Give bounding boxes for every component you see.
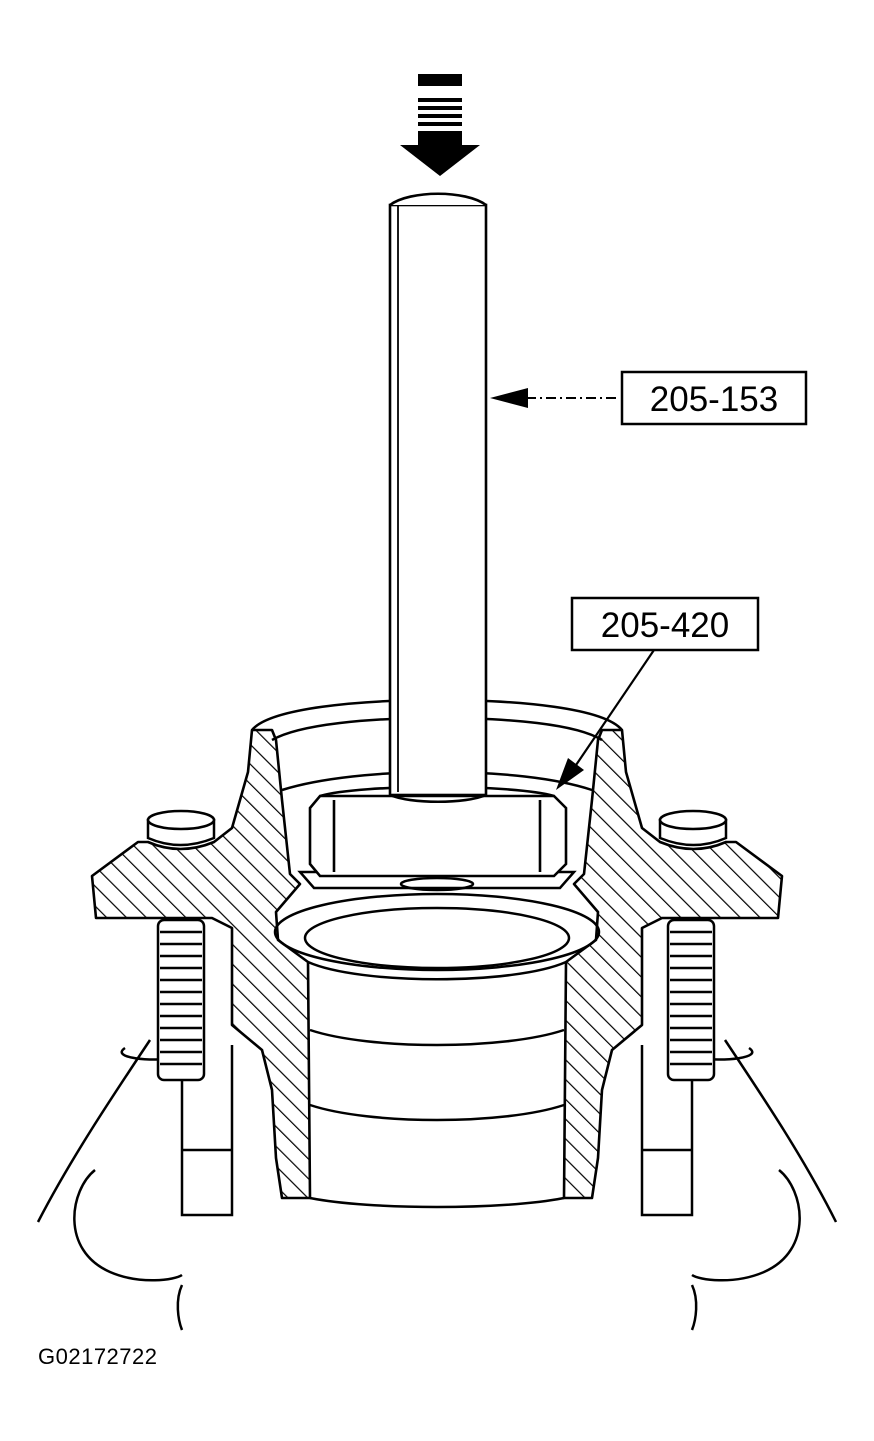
callout-box-205-420: 205-420 <box>570 596 760 652</box>
rod-tool-205-153 <box>388 192 488 804</box>
press-force-arrow-icon <box>400 74 480 176</box>
right-knuckle-arm <box>640 1039 838 1331</box>
right-wheel-stud <box>666 918 716 1082</box>
hub-bore-interior <box>273 892 601 1209</box>
callout-label-205-420: 205-420 <box>601 606 729 645</box>
callout-box-205-153: 205-153 <box>620 370 808 426</box>
hub-section-left <box>90 728 312 1200</box>
figure-id: G02172722 <box>38 1344 158 1369</box>
callout-leader-205-153 <box>490 388 620 408</box>
left-wheel-stud <box>156 918 206 1082</box>
left-knuckle-arm <box>36 1039 234 1331</box>
callout-leader-205-420 <box>556 649 655 790</box>
hub-section-right <box>562 728 784 1200</box>
adapter-tool-205-420 <box>308 785 568 878</box>
callout-label-205-153: 205-153 <box>650 380 778 419</box>
stud-head-bosses <box>146 809 728 847</box>
